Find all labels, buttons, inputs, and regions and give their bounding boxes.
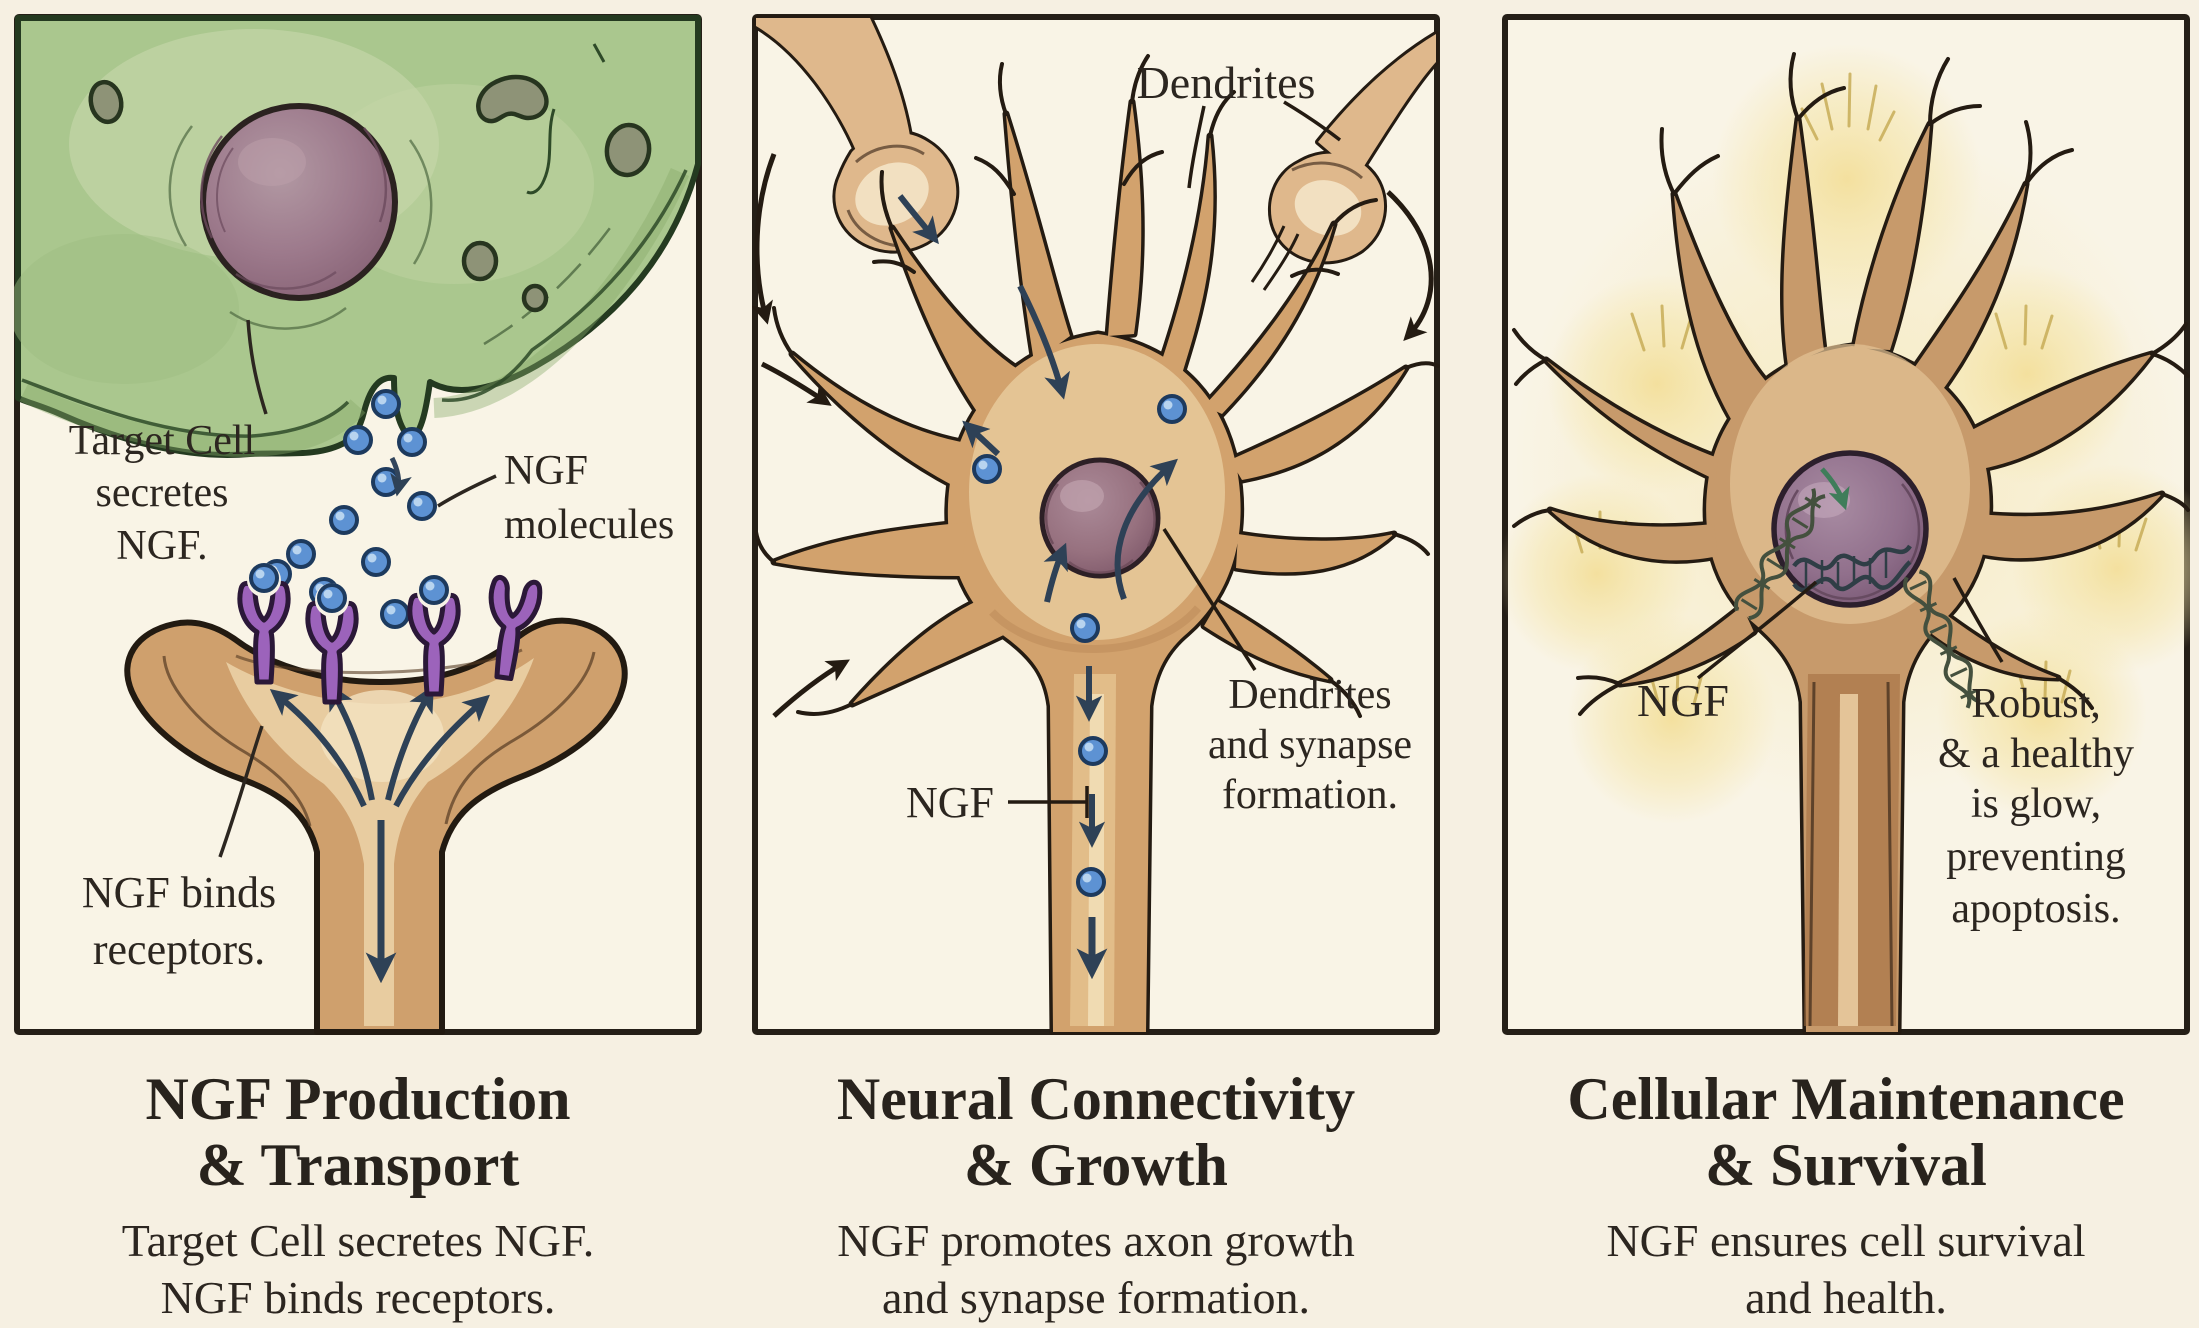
label-synapse-1: Dendrites xyxy=(1228,672,1391,718)
ngf-receptors xyxy=(237,563,543,705)
label-ngf-binds-1: NGF binds xyxy=(82,868,276,917)
label-target-cell-1: Target Cell xyxy=(69,418,255,464)
title-line: & Survival xyxy=(1705,1132,1987,1198)
ngf-pointer xyxy=(1008,786,1089,818)
label-ngf-molecules-2: molecules xyxy=(504,502,674,548)
subtitle-line: NGF ensures cell survival xyxy=(1606,1215,2086,1266)
target-cell-pointer xyxy=(246,319,268,415)
nucleus-with-dna xyxy=(1771,450,1929,608)
neural-connectivity-illustration: Dendrites NGF Dendrites and synapse form… xyxy=(750,14,1440,1035)
subtitle-line: NGF promotes axon growth xyxy=(837,1215,1355,1266)
title-line: Neural Connectivity xyxy=(836,1066,1356,1132)
panel-cellular-maintenance: NGF Robust, & a healthy is glow, prevent… xyxy=(1497,14,2199,1035)
transport-arrows xyxy=(269,683,490,984)
label-robust-3: is glow, xyxy=(1971,781,2101,827)
label-ngf-binds-2: receptors. xyxy=(93,925,265,974)
presynaptic-bouton-right xyxy=(1250,34,1436,291)
ngf-molecules-pointer xyxy=(437,474,497,508)
ngf-pointer xyxy=(1696,580,1818,680)
ngf-dots xyxy=(972,394,1187,897)
label-ngf-molecules-1: NGF xyxy=(504,448,588,494)
dendrite-twigs xyxy=(754,54,1440,718)
title-line: Cellular Maintenance xyxy=(1567,1066,2125,1132)
label-synapse-2: and synapse xyxy=(1208,722,1412,768)
pointer-lines xyxy=(218,319,497,858)
caption-title-production: NGF Production & Transport xyxy=(14,1066,702,1198)
label-synapse-3: formation. xyxy=(1222,772,1398,818)
subtitle-line: and synapse formation. xyxy=(882,1272,1310,1323)
caption-subtitle-production: Target Cell secretes NGF. NGF binds rece… xyxy=(14,1212,702,1326)
title-line: NGF Production xyxy=(145,1066,571,1132)
label-ngf: NGF xyxy=(1637,675,1729,726)
label-target-cell-2: secretes xyxy=(96,470,229,516)
panel-neural-connectivity: Dendrites NGF Dendrites and synapse form… xyxy=(750,14,1440,1035)
label-robust-4: preventing xyxy=(1946,834,2126,880)
label-target-cell-3: NGF. xyxy=(116,523,207,569)
organelles xyxy=(88,43,652,313)
secretion-arrow xyxy=(389,456,412,497)
pointer-lines xyxy=(1008,100,1342,818)
subtitle-line: and health. xyxy=(1745,1272,1947,1323)
dna-strand-right xyxy=(1903,569,1982,709)
title-line: & Transport xyxy=(196,1132,520,1198)
label-ngf: NGF xyxy=(906,778,994,827)
title-line: & Growth xyxy=(964,1132,1228,1198)
label-robust-5: apoptosis. xyxy=(1951,886,2120,932)
axon-terminal xyxy=(124,617,628,1035)
pointer-lines xyxy=(1696,577,2004,680)
ngf-molecules-dots xyxy=(262,389,437,629)
label-robust-2: & a healthy xyxy=(1938,731,2134,777)
dendrites-pointer-left xyxy=(1187,105,1206,189)
ngf-production-illustration: Target Cell secretes NGF. NGF molecules … xyxy=(9,14,702,1035)
caption-subtitle-maintenance: NGF ensures cell survival and health. xyxy=(1502,1212,2190,1326)
panel-ngf-production: Target Cell secretes NGF. NGF molecules … xyxy=(9,14,702,1035)
flow-arrows xyxy=(750,153,1434,980)
label-dendrites: Dendrites xyxy=(1137,57,1316,108)
dna-strand-left xyxy=(1734,488,1826,621)
bound-ngf-dots xyxy=(247,563,451,617)
dendrite-twigs xyxy=(1512,52,2190,716)
ngf-binds-pointer xyxy=(218,725,264,858)
transcription-arrow-icon xyxy=(1820,467,1850,511)
synapse-pointer xyxy=(1162,528,1257,671)
label-robust-1: Robust, xyxy=(1971,681,2101,727)
target-cell-nucleus xyxy=(168,103,433,330)
caption-title-connectivity: Neural Connectivity & Growth xyxy=(752,1066,1440,1198)
subtitle-line: Target Cell secretes NGF. xyxy=(121,1215,595,1266)
synapse-contact-lines xyxy=(1250,225,1300,291)
caption-title-maintenance: Cellular Maintenance & Survival xyxy=(1502,1066,2190,1198)
subtitle-line: NGF binds receptors. xyxy=(160,1272,556,1323)
cellular-maintenance-illustration: NGF Robust, & a healthy is glow, prevent… xyxy=(1497,14,2199,1035)
caption-subtitle-connectivity: NGF promotes axon growth and synapse for… xyxy=(752,1212,1440,1326)
robust-pointer xyxy=(1952,577,2004,663)
dendrites-pointer-right xyxy=(1283,100,1342,142)
